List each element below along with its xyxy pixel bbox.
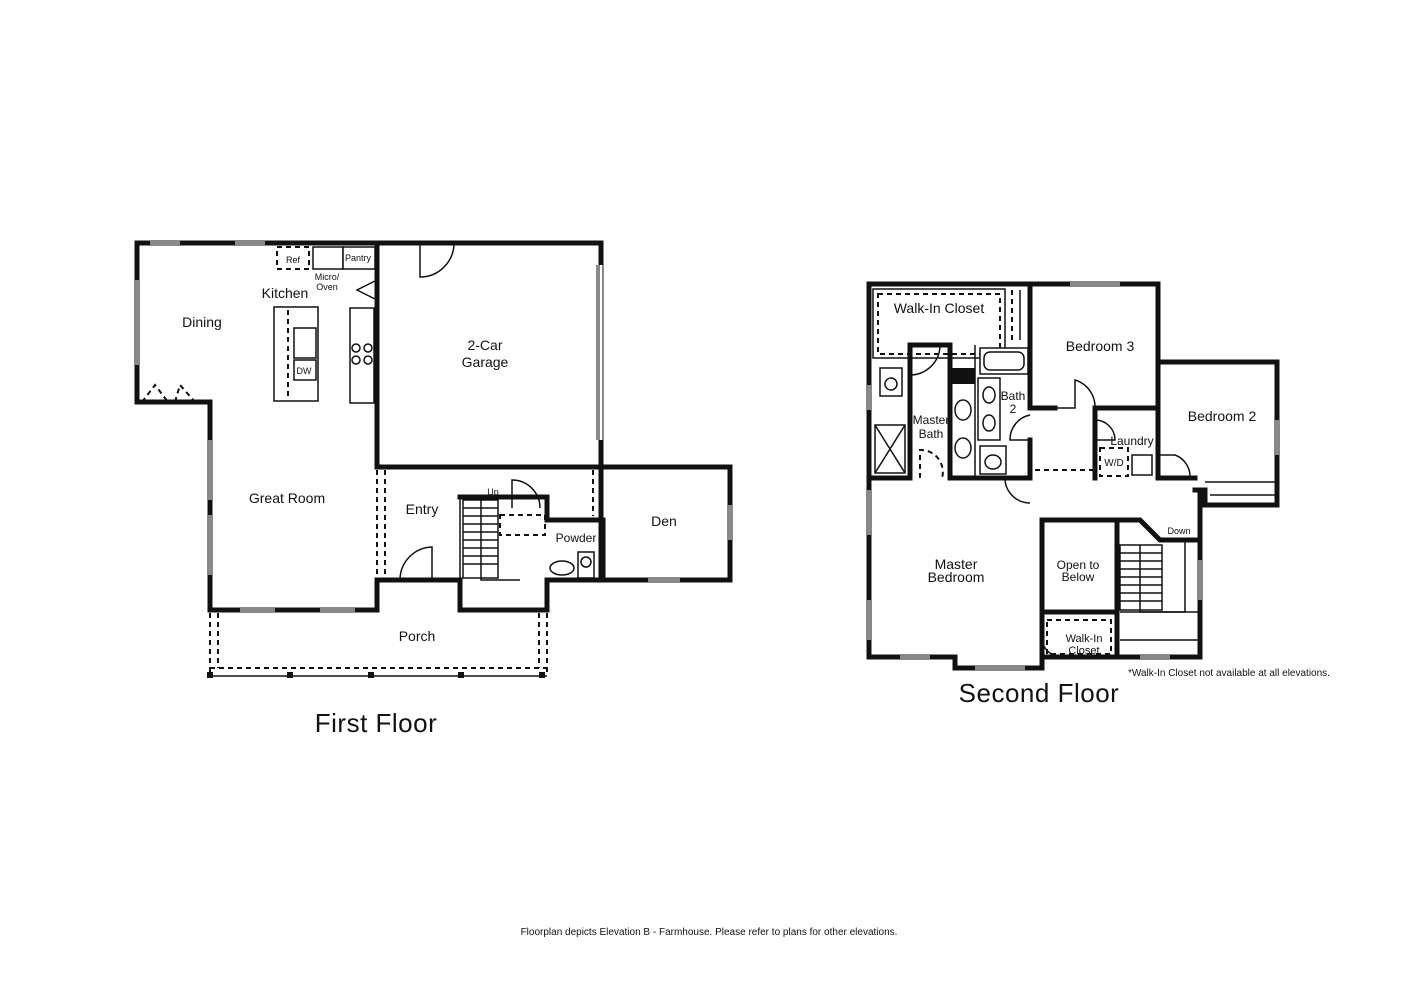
second-floor-title: Second Floor — [959, 678, 1120, 708]
stair-label-up: Up — [487, 487, 499, 497]
room-label-bedroom-3: Bedroom 3 — [1066, 338, 1135, 354]
fixture-label-ref: Ref — [286, 255, 301, 265]
room-label-open-to-below-2: Below — [1062, 570, 1095, 584]
room-label-bath2-2: 2 — [1010, 402, 1017, 416]
second-floor-plan — [866, 281, 1280, 671]
room-label-garage-2: Garage — [462, 354, 509, 370]
fixture-label-dw: DW — [297, 366, 312, 376]
room-label-den: Den — [651, 513, 677, 529]
room-label-master-bedroom-1: Master — [935, 556, 978, 572]
fixture-label-oven: Oven — [316, 282, 338, 292]
room-label-powder: Powder — [556, 531, 597, 545]
room-label-master-bath-1: Master — [913, 413, 950, 427]
room-label-garage-1: 2-Car — [467, 337, 502, 353]
fixture-label-pantry: Pantry — [345, 253, 372, 263]
walk-in-closet-note: *Walk-In Closet not available at all ele… — [1128, 668, 1330, 679]
room-label-walk-in-closet: Walk-In Closet — [894, 300, 985, 316]
stair-label-down: Down — [1167, 526, 1190, 536]
room-label-open-to-below-1: Open to — [1057, 558, 1100, 572]
room-label-porch: Porch — [399, 628, 436, 644]
footer-disclaimer: Floorplan depicts Elevation B - Farmhous… — [521, 927, 898, 938]
room-label-entry: Entry — [406, 501, 439, 517]
fixture-label-wd: W/D — [1104, 458, 1123, 469]
room-label-walk-in-closet-2-2: Closet — [1068, 645, 1099, 657]
room-label-laundry: Laundry — [1110, 434, 1153, 448]
room-label-kitchen: Kitchen — [262, 285, 309, 301]
room-label-bath2-1: Bath — [1001, 389, 1026, 403]
room-label-master-bedroom-2: Bedroom — [928, 569, 985, 585]
room-label-walk-in-closet-2-1: Walk-In — [1066, 633, 1103, 645]
room-label-dining: Dining — [182, 314, 222, 330]
room-label-bedroom-2: Bedroom 2 — [1188, 408, 1257, 424]
room-label-great-room: Great Room — [249, 490, 325, 506]
first-floor-plan — [134, 240, 733, 678]
room-label-master-bath-2: Bath — [919, 427, 944, 441]
fixture-label-micro: Micro/ — [315, 272, 340, 282]
first-floor-title: First Floor — [315, 708, 438, 738]
